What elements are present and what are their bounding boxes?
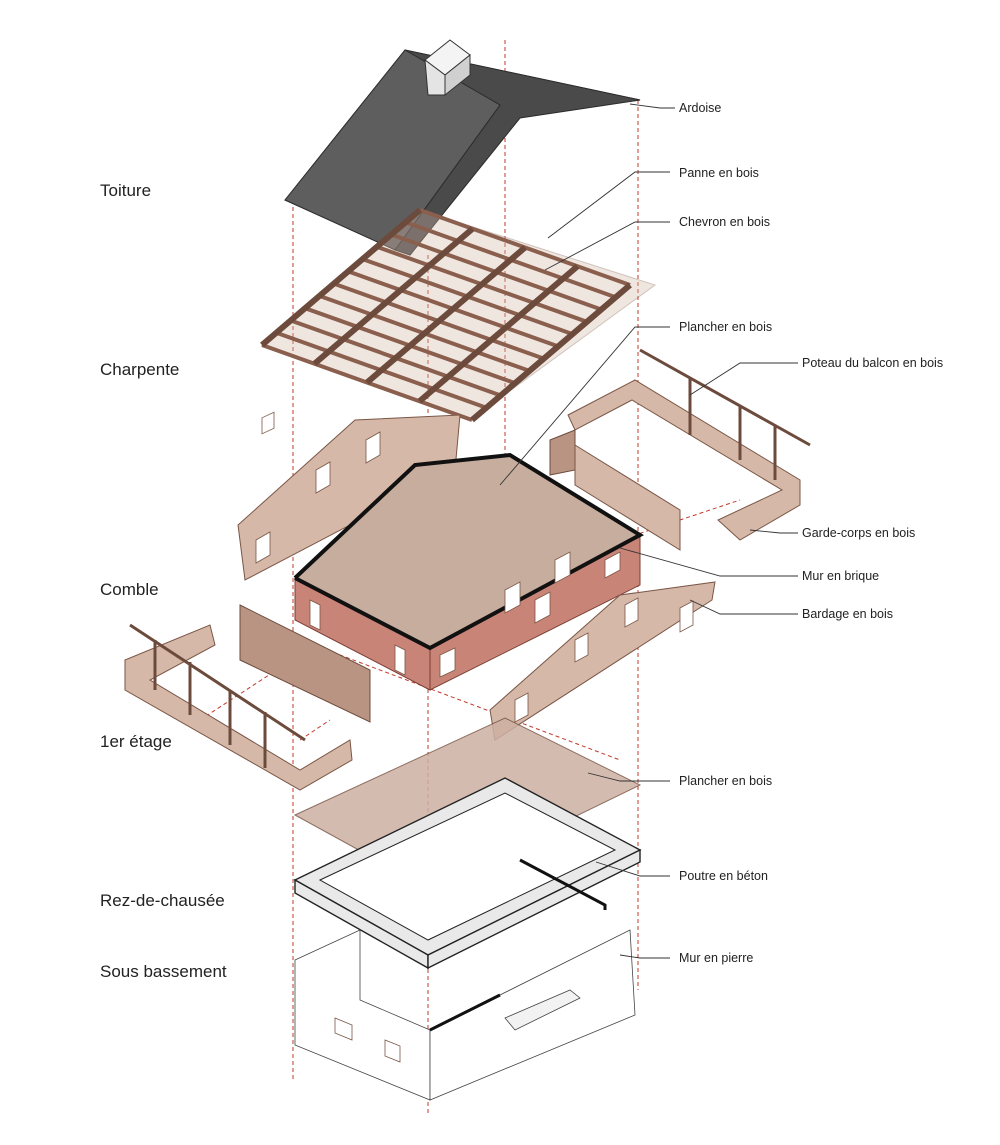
callout-mur-en-brique: Mur en brique [802, 569, 879, 583]
balcony-left [124, 604, 371, 791]
callout-poutre-en-beton: Poutre en béton [679, 869, 768, 883]
callout-bardage-en-bois: Bardage en bois [802, 607, 893, 621]
level-label-toiture: Toiture [100, 181, 151, 200]
callout-poteau-du-balcon: Poteau du balcon en bois [802, 356, 943, 370]
callout-mur-en-pierre: Mur en pierre [679, 951, 753, 965]
level-label-charpente: Charpente [100, 360, 179, 379]
callout-leaders [499, 103, 798, 959]
purlin [365, 245, 527, 385]
callout-plancher-en-bois-etage: Plancher en bois [679, 774, 772, 788]
purlin [417, 263, 580, 404]
level-label-rez-de-chaussee: Rez-de-chausée [100, 891, 225, 910]
callout-panne-en-bois: Panne en bois [679, 166, 759, 180]
callout-plancher-en-bois-comble: Plancher en bois [679, 320, 772, 334]
level-label-sous-bassement: Sous bassement [100, 962, 227, 981]
concrete-ring-beam [293, 777, 642, 970]
level-label-comble: Comble [100, 580, 159, 599]
roof-framing [260, 207, 657, 423]
callout-chevron-en-bois: Chevron en bois [679, 215, 770, 229]
purlin [260, 207, 422, 348]
level-labels: Toiture Charpente Comble 1er étage Rez-d… [100, 181, 227, 981]
balcony-right [549, 348, 811, 551]
stone-basement [294, 858, 636, 1101]
level-label-1er-etage: 1er étage [100, 732, 172, 751]
callout-labels: Ardoise Panne en bois Chevron en bois Pl… [679, 101, 943, 965]
callout-ardoise: Ardoise [679, 101, 721, 115]
purlin [470, 282, 632, 423]
purlin [312, 226, 475, 367]
roof-slate [284, 39, 641, 256]
attic-gable-left [237, 411, 461, 581]
callout-garde-corps: Garde-corps en bois [802, 526, 915, 540]
attic-brick-block [293, 452, 645, 691]
